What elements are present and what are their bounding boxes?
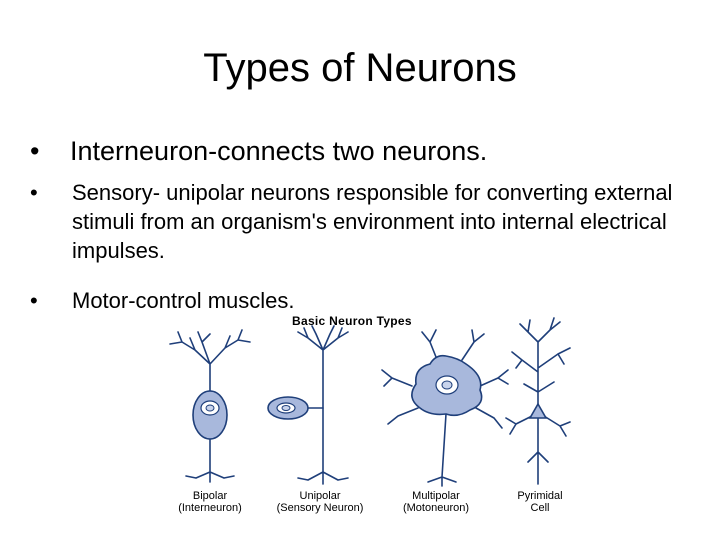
bullet-motor: • Motor-control muscles.: [30, 286, 700, 315]
caption-line: Cell: [530, 502, 550, 514]
caption-line: (Interneuron): [178, 502, 242, 514]
bipolar-neuron: [169, 329, 251, 483]
neuron-illustrations: [169, 317, 571, 487]
bullet-marker: •: [30, 180, 38, 205]
unipolar-neuron: [267, 325, 349, 485]
slide-title: Types of Neurons: [203, 46, 517, 90]
bullet-text: Sensory- unipolar neurons responsible fo…: [72, 180, 673, 263]
caption-line: (Sensory Neuron): [276, 502, 364, 514]
bullet-marker: •: [30, 136, 40, 166]
pyramidal-neuron: [505, 317, 571, 485]
caption-multipolar: Multipolar (Motoneuron): [376, 490, 496, 514]
caption-line: Pyrimidal: [517, 490, 563, 502]
neuron-types-figure: Basic Neuron Types: [140, 312, 580, 522]
bullet-marker: •: [30, 288, 38, 313]
figure-title: Basic Neuron Types: [292, 314, 412, 328]
multipolar-neuron: [381, 329, 509, 487]
caption-line: Bipolar: [192, 490, 228, 502]
caption-line: Multipolar: [412, 490, 460, 502]
bullet-interneuron: • Interneuron-connects two neurons.: [30, 134, 690, 168]
caption-unipolar: Unipolar (Sensory Neuron): [260, 490, 380, 514]
bullet-text: Interneuron-connects two neurons.: [70, 136, 488, 166]
caption-line: (Motoneuron): [402, 502, 470, 514]
caption-bipolar: Bipolar (Interneuron): [150, 490, 270, 514]
bullet-sensory: • Sensory- unipolar neurons responsible …: [30, 178, 700, 265]
caption-line: Unipolar: [299, 490, 341, 502]
caption-pyramidal: Pyrimidal Cell: [480, 490, 600, 514]
bullet-text: Motor-control muscles.: [72, 288, 295, 313]
